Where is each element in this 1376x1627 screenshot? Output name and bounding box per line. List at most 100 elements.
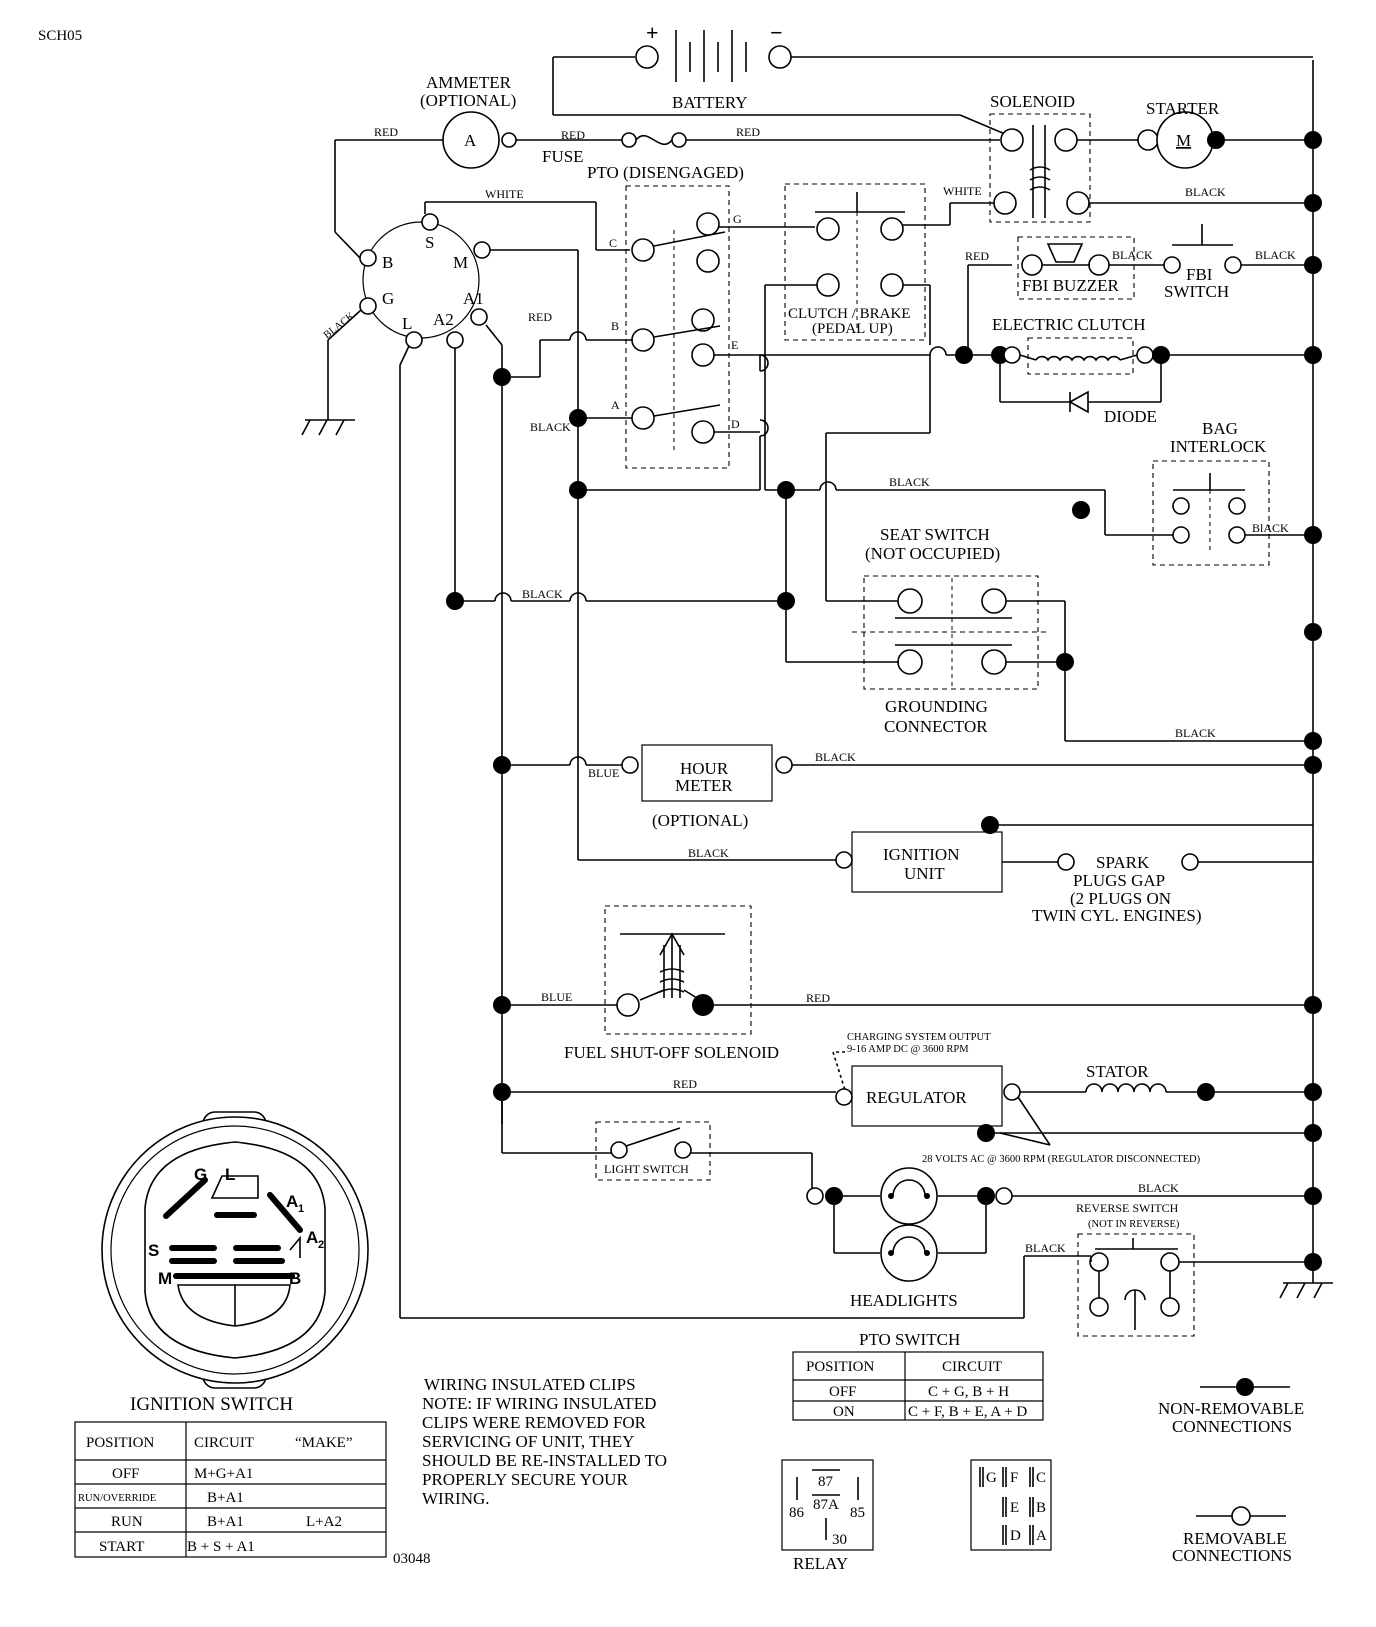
footer-code: 03048 [393, 1551, 431, 1567]
ammeter-optional-label: (OPTIONAL) [420, 91, 516, 110]
hour-meter-label: HOUR [680, 759, 729, 778]
ignition-unit-label-2: UNIT [904, 864, 945, 883]
pto-connector-g: G [986, 1470, 997, 1486]
solenoid-label: SOLENOID [990, 92, 1075, 111]
starter-symbol: M [1176, 131, 1191, 150]
ignition-terminal-m: M [453, 253, 468, 272]
pto-connector-b: B [1036, 1500, 1046, 1516]
ignition-unit-label: IGNITION [883, 845, 959, 864]
ignition-table-title: IGNITION SWITCH [130, 1394, 293, 1415]
wire-label-black: BLACK [1175, 726, 1216, 740]
legend-non-removable-label: NON-REMOVABLE [1158, 1399, 1304, 1418]
wire-label-black: BLACK [688, 846, 729, 860]
fbi-switch-label-2: SWITCH [1164, 282, 1229, 301]
light-switch-box [595, 1121, 711, 1181]
spark-plugs-gap-label: PLUGS GAP [1073, 871, 1165, 890]
pto-table-title: PTO SWITCH [859, 1330, 960, 1349]
fbi-switch-label: FBI [1186, 265, 1213, 284]
battery-label: BATTERY [672, 93, 748, 112]
regulator-label: REGULATOR [866, 1088, 967, 1107]
legend-removable-label-2: CONNECTIONS [1172, 1546, 1292, 1565]
charging-output-spec: 9-16 AMP DC @ 3600 RPM [847, 1044, 969, 1055]
ignition-face-a2-sub: 2 [318, 1239, 324, 1251]
fbi-buzzer-label: FBI BUZZER [1022, 276, 1119, 295]
headlights-label: HEADLIGHTS [850, 1291, 958, 1310]
wire-label-black: BlACK [1252, 521, 1289, 535]
ignition-terminal-b: B [382, 253, 393, 272]
fbi-buzzer-box [1017, 236, 1135, 300]
solenoid-box [989, 113, 1091, 223]
charging-output-label: CHARGING SYSTEM OUTPUT [847, 1032, 991, 1043]
pto-table-header-position: POSITION [806, 1359, 875, 1375]
wire-label-red: RED [965, 249, 989, 263]
wire-label-white: WHITE [943, 184, 982, 198]
pto-connector-diagram [970, 1459, 1052, 1551]
ignition-face-a2: A [306, 1228, 318, 1247]
pto-switch-box [625, 185, 730, 469]
pto-connector-f: F [1010, 1470, 1018, 1486]
wire-label-black: BLACK [889, 475, 930, 489]
clutch-coil [1035, 355, 1121, 362]
pto-connector-a: A [1036, 1528, 1047, 1544]
ignition-terminal-l: L [402, 314, 412, 333]
hour-meter-optional: (OPTIONAL) [652, 811, 748, 830]
wire-label-red: RED [374, 125, 398, 139]
pto-table-position: ON [833, 1404, 855, 1420]
ignition-face-a1: A [286, 1192, 298, 1211]
ignition-face-g: G [194, 1165, 207, 1184]
ammeter [442, 111, 500, 169]
ignition-switch-ring [362, 221, 480, 339]
ignition-terminal-a2: A2 [433, 310, 454, 329]
ignition-table-circuit: M+G+A1 [194, 1466, 253, 1482]
reverse-switch-label: REVERSE SWITCH [1076, 1201, 1179, 1215]
ignition-terminal-g: G [382, 289, 394, 308]
electric-clutch-box [1027, 337, 1134, 375]
bag-interlock-label-2: INTERLOCK [1170, 437, 1267, 456]
relay-pin-87a: 87A [813, 1497, 839, 1513]
legend-removable-label: REMOVABLE [1183, 1529, 1287, 1548]
pto-connector-c: C [1036, 1470, 1046, 1486]
pto-terminal-a: A [611, 398, 620, 412]
headlight-upper [880, 1167, 938, 1225]
relay-diagram [781, 1459, 874, 1551]
reverse-switch-box [1077, 1233, 1195, 1337]
pto-terminal-g: G [733, 212, 742, 226]
ignition-table-circuit: B + S + A1 [187, 1539, 255, 1555]
legend-non-removable-dot [1236, 1378, 1254, 1396]
light-switch-label: LIGHT SWITCH [604, 1162, 689, 1176]
wiring-note-line: PROPERLY SECURE YOUR [422, 1470, 628, 1489]
wire-label-blue: BLUE [588, 766, 619, 780]
starter-label: STARTER [1146, 99, 1220, 118]
fuel-solenoid-box [604, 905, 752, 1035]
fuse-symbol [635, 134, 673, 146]
spark-plugs-note-2: TWIN CYL. ENGINES) [1032, 906, 1202, 925]
bag-interlock-label: BAG [1202, 419, 1238, 438]
clutch-brake-box [784, 183, 926, 341]
legend-non-removable-label-2: CONNECTIONS [1172, 1417, 1292, 1436]
ground-symbol-left [301, 419, 355, 436]
electric-clutch-label: ELECTRIC CLUTCH [992, 315, 1145, 334]
battery [552, 30, 1313, 135]
grounding-connector-label: GROUNDING [885, 697, 988, 716]
pto-terminal-d: D [731, 417, 740, 431]
hour-meter [641, 744, 773, 802]
ignition-face-a1-sub: 1 [298, 1203, 304, 1215]
wiring-note-line: SERVICING OF UNIT, THEY [422, 1432, 634, 1451]
pto-terminal-b: B [611, 319, 619, 333]
spark-plugs-label: SPARK [1096, 853, 1150, 872]
battery-plus: + [646, 20, 659, 45]
hour-meter-label-2: METER [675, 776, 733, 795]
seat-switch-state-label: (NOT OCCUPIED) [865, 544, 1000, 563]
wiring-note-line: SHOULD BE RE-INSTALLED TO [422, 1451, 667, 1470]
wire-label-black: BLACK [530, 420, 571, 434]
ignition-switch-table [74, 1421, 387, 1558]
wire-label-red: RED [736, 125, 760, 139]
relay-label: RELAY [793, 1554, 848, 1573]
ignition-table-extra: L+A2 [306, 1514, 342, 1530]
grounding-connector-label-2: CONNECTOR [884, 717, 988, 736]
stator-label: STATOR [1086, 1062, 1149, 1081]
clutch-brake-label: CLUTCH / BRAKE [788, 306, 911, 322]
ignition-table-position: OFF [112, 1466, 140, 1482]
